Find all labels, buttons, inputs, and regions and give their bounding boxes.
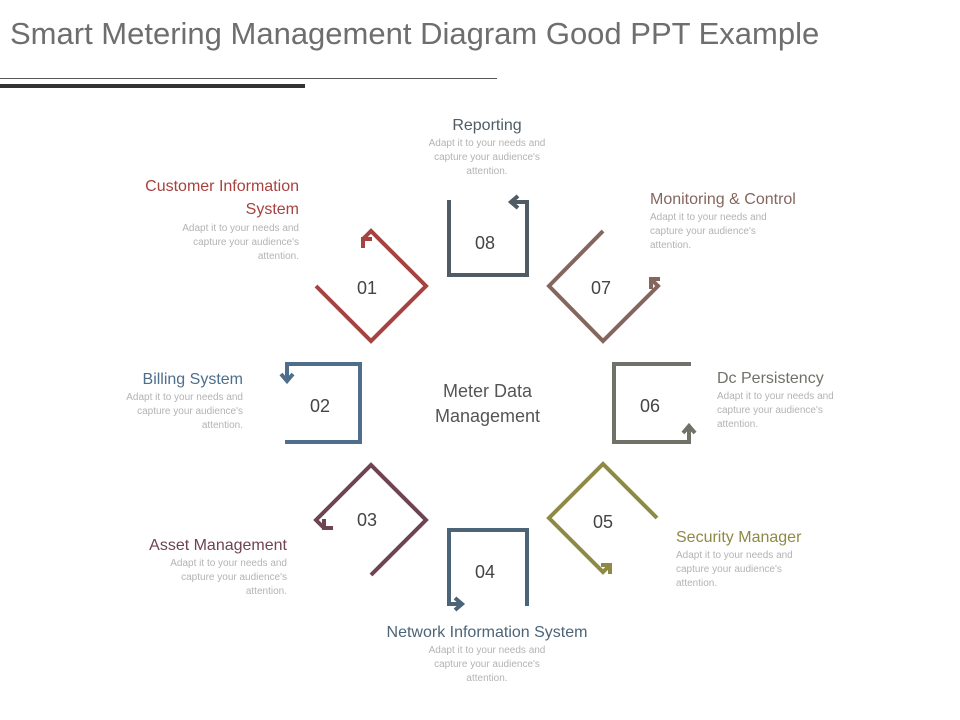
segment-01-desc-line1: Adapt it to your needs and [182,223,299,234]
segment-01-description: Adapt it to your needs and capture your … [99,222,299,264]
segment-03-description: Adapt it to your needs and capture your … [87,557,287,599]
segment-01-label: Customer Information System Adapt it to … [99,175,299,264]
segment-07-description: Adapt it to your needs and capture your … [650,211,850,253]
segment-07-shape [546,229,661,344]
center-label-line2: Management [434,406,541,426]
segment-05-number: 05 [593,512,614,532]
segment-02-number: 02 [310,396,331,416]
segment-02-desc-line1: Adapt it to your needs and [126,392,243,403]
segment-08-number: 08 [475,233,496,253]
page-title: Smart Metering Management Diagram Good P… [10,16,820,51]
segment-08-desc-line3: attention. [466,166,508,177]
segment-06-label: Dc Persistency Adapt it to your needs an… [717,367,917,432]
segment-01-title: Customer Information System [99,175,299,221]
segment-06-desc-line3: attention. [717,419,759,430]
segment-02-arrow-head [279,372,295,385]
segment-05-arrow-line [546,461,659,575]
segment-02-shape [279,362,362,444]
segment-07-label: Monitoring & Control Adapt it to your ne… [650,188,850,253]
segment-07-number: 07 [591,278,612,298]
segment-01-title-line2: System [245,201,299,218]
segment-01-arrow-head [361,237,372,248]
segment-03-desc-line1: Adapt it to your needs and [170,558,287,569]
segment-03-desc-line2: capture your audience's [181,572,287,583]
segment-05-label: Security Manager Adapt it to your needs … [676,526,876,591]
segment-01-desc-line2: capture your audience's [193,237,299,248]
segment-08-description: Adapt it to your needs and capture your … [387,137,587,179]
segment-01-title-line1: Customer Information [145,178,299,195]
segment-02-desc-line3: attention. [201,420,243,431]
segment-05-title: Security Manager [676,529,802,546]
center-label: Meter Data Management [400,379,575,429]
segment-07-desc-line2: capture your audience's [650,226,756,237]
segment-07-desc-line1: Adapt it to your needs and [650,212,767,223]
segment-04-arrow-line [447,528,529,606]
title-underline-thick [0,84,305,88]
segment-03-label: Asset Management Adapt it to your needs … [87,534,287,599]
segment-04-shape [447,528,529,612]
segment-02-desc-line2: capture your audience's [137,406,243,417]
segment-07-arrow-line [546,229,661,344]
segment-07-arrow-head [649,277,660,289]
segment-05-desc-line1: Adapt it to your needs and [676,550,793,561]
segment-05-arrow-head [601,563,612,574]
segment-06-arrow-head [681,422,697,435]
segment-08-title: Reporting [452,117,522,134]
segment-03-title: Asset Management [149,537,287,554]
segment-04-arrow-head [453,596,466,612]
segment-04-desc-line2: capture your audience's [434,659,540,670]
segment-08-desc-line1: Adapt it to your needs and [428,138,546,149]
segment-04-desc-line1: Adapt it to your needs and [428,645,546,656]
segment-03-number: 03 [357,510,378,530]
segment-08-label: Reporting Adapt it to your needs and cap… [387,114,587,179]
segment-03-arrow-line [313,462,429,577]
segment-06-arrow-line [612,362,691,444]
title-underline-thin [0,78,497,79]
segment-05-desc-line3: attention. [676,578,718,589]
segment-03-shape [313,462,429,577]
segment-01-arrow-line [314,228,429,344]
segment-05-shape [546,461,659,575]
segment-06-title: Dc Persistency [717,370,824,387]
segment-03-desc-line3: attention. [245,586,287,597]
segment-01-number: 01 [357,278,378,298]
segment-01-desc-line3: attention. [257,251,299,262]
segment-02-label: Billing System Adapt it to your needs an… [43,368,243,433]
segment-04-description: Adapt it to your needs and capture your … [337,644,637,686]
segment-05-description: Adapt it to your needs and capture your … [676,549,876,591]
segment-08-desc-line2: capture your audience's [434,152,540,163]
segment-08-arrow-head [507,194,520,210]
segment-06-shape [612,362,697,444]
segment-03-arrow-head [322,519,333,530]
segment-02-arrow-line [285,362,362,444]
segment-04-title: Network Information System [386,624,588,641]
segment-07-title: Monitoring & Control [650,191,796,208]
segment-08-arrow-line [447,200,529,277]
center-label-line1: Meter Data [442,381,533,401]
segment-06-desc-line2: capture your audience's [717,405,823,416]
segment-08-shape [447,194,529,277]
segment-04-label: Network Information System Adapt it to y… [337,621,637,686]
segment-05-desc-line2: capture your audience's [676,564,782,575]
segment-06-description: Adapt it to your needs and capture your … [717,390,917,432]
segment-04-desc-line3: attention. [466,673,508,684]
segment-02-title: Billing System [142,371,243,388]
segment-02-description: Adapt it to your needs and capture your … [43,391,243,433]
segment-07-desc-line3: attention. [650,240,692,251]
segment-01-shape [314,228,429,344]
segment-06-desc-line1: Adapt it to your needs and [717,391,834,402]
segment-04-number: 04 [475,562,496,582]
segment-06-number: 06 [640,396,661,416]
